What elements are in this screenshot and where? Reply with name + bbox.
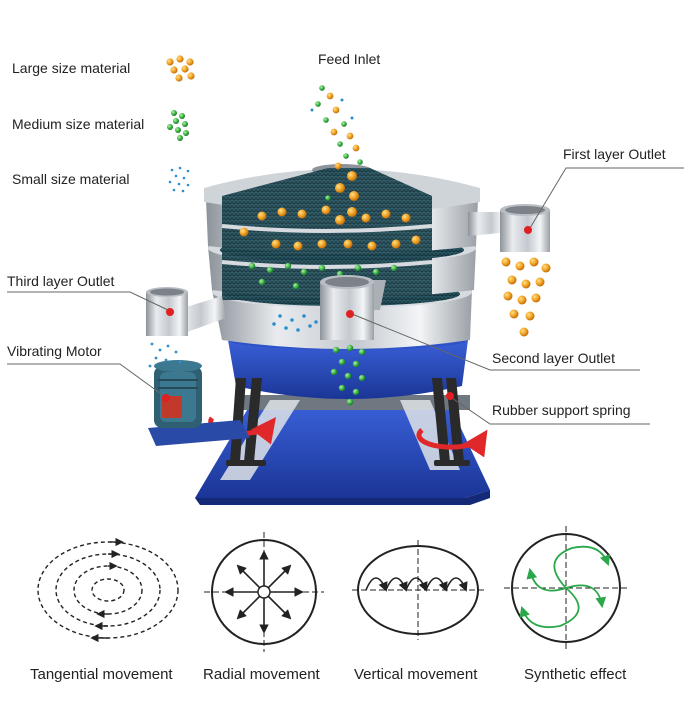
vibrating-motor-label: Vibrating Motor — [7, 343, 102, 359]
rubber-support-spring-leader — [446, 392, 650, 425]
callouts: Feed Inlet First layer Outlet Third laye… — [7, 51, 684, 425]
vibrating-sieve-machine — [146, 85, 551, 505]
small-material-swatch — [168, 166, 190, 193]
vibrating-motor — [148, 360, 250, 446]
rubber-support-spring-label: Rubber support spring — [492, 402, 631, 418]
second-layer-outlet-spout — [320, 275, 386, 340]
first-layer-outlet-spout — [468, 204, 550, 252]
second-outlet-medium-material — [330, 344, 366, 406]
second-layer-outlet-label: Second layer Outlet — [492, 350, 615, 366]
third-layer-outlet-label: Third layer Outlet — [7, 273, 114, 289]
third-outlet-small-material — [148, 342, 182, 368]
legend-large-label: Large size material — [12, 60, 130, 76]
tangential-movement-label: Tangential movement — [30, 666, 173, 683]
legend: Large size material Medium size material… — [12, 55, 195, 193]
first-outlet-large-material — [501, 257, 551, 337]
tangential-spiral-icon — [37, 537, 179, 643]
synthetic-swirl-icon — [504, 526, 628, 650]
legend-small-label: Small size material — [12, 171, 129, 187]
feed-stream — [310, 85, 363, 201]
medium-material-swatch — [167, 110, 189, 141]
vertical-movement-label: Vertical movement — [354, 666, 478, 683]
first-layer-outlet-leader — [524, 167, 684, 234]
radial-arrows-icon — [204, 532, 324, 652]
synthetic-effect-label: Synthetic effect — [524, 666, 627, 683]
large-material-swatch — [166, 55, 195, 82]
movement-diagrams: Tangential movement Radial movement Vert… — [30, 526, 628, 683]
legend-medium-label: Medium size material — [12, 116, 144, 132]
vertical-hops-icon — [352, 540, 484, 640]
radial-movement-label: Radial movement — [203, 666, 321, 683]
top-layer-large-material — [239, 205, 421, 251]
first-layer-outlet-label: First layer Outlet — [563, 146, 666, 162]
third-layer-outlet-leader — [7, 291, 174, 316]
bottom-layer-small-material — [272, 314, 318, 332]
vibrating-motor-leader — [7, 363, 170, 402]
second-layer-outlet-leader — [346, 310, 640, 371]
third-layer-outlet-spout — [146, 287, 226, 336]
cutaway-interior — [221, 168, 433, 300]
feed-inlet-label: Feed Inlet — [318, 51, 380, 67]
